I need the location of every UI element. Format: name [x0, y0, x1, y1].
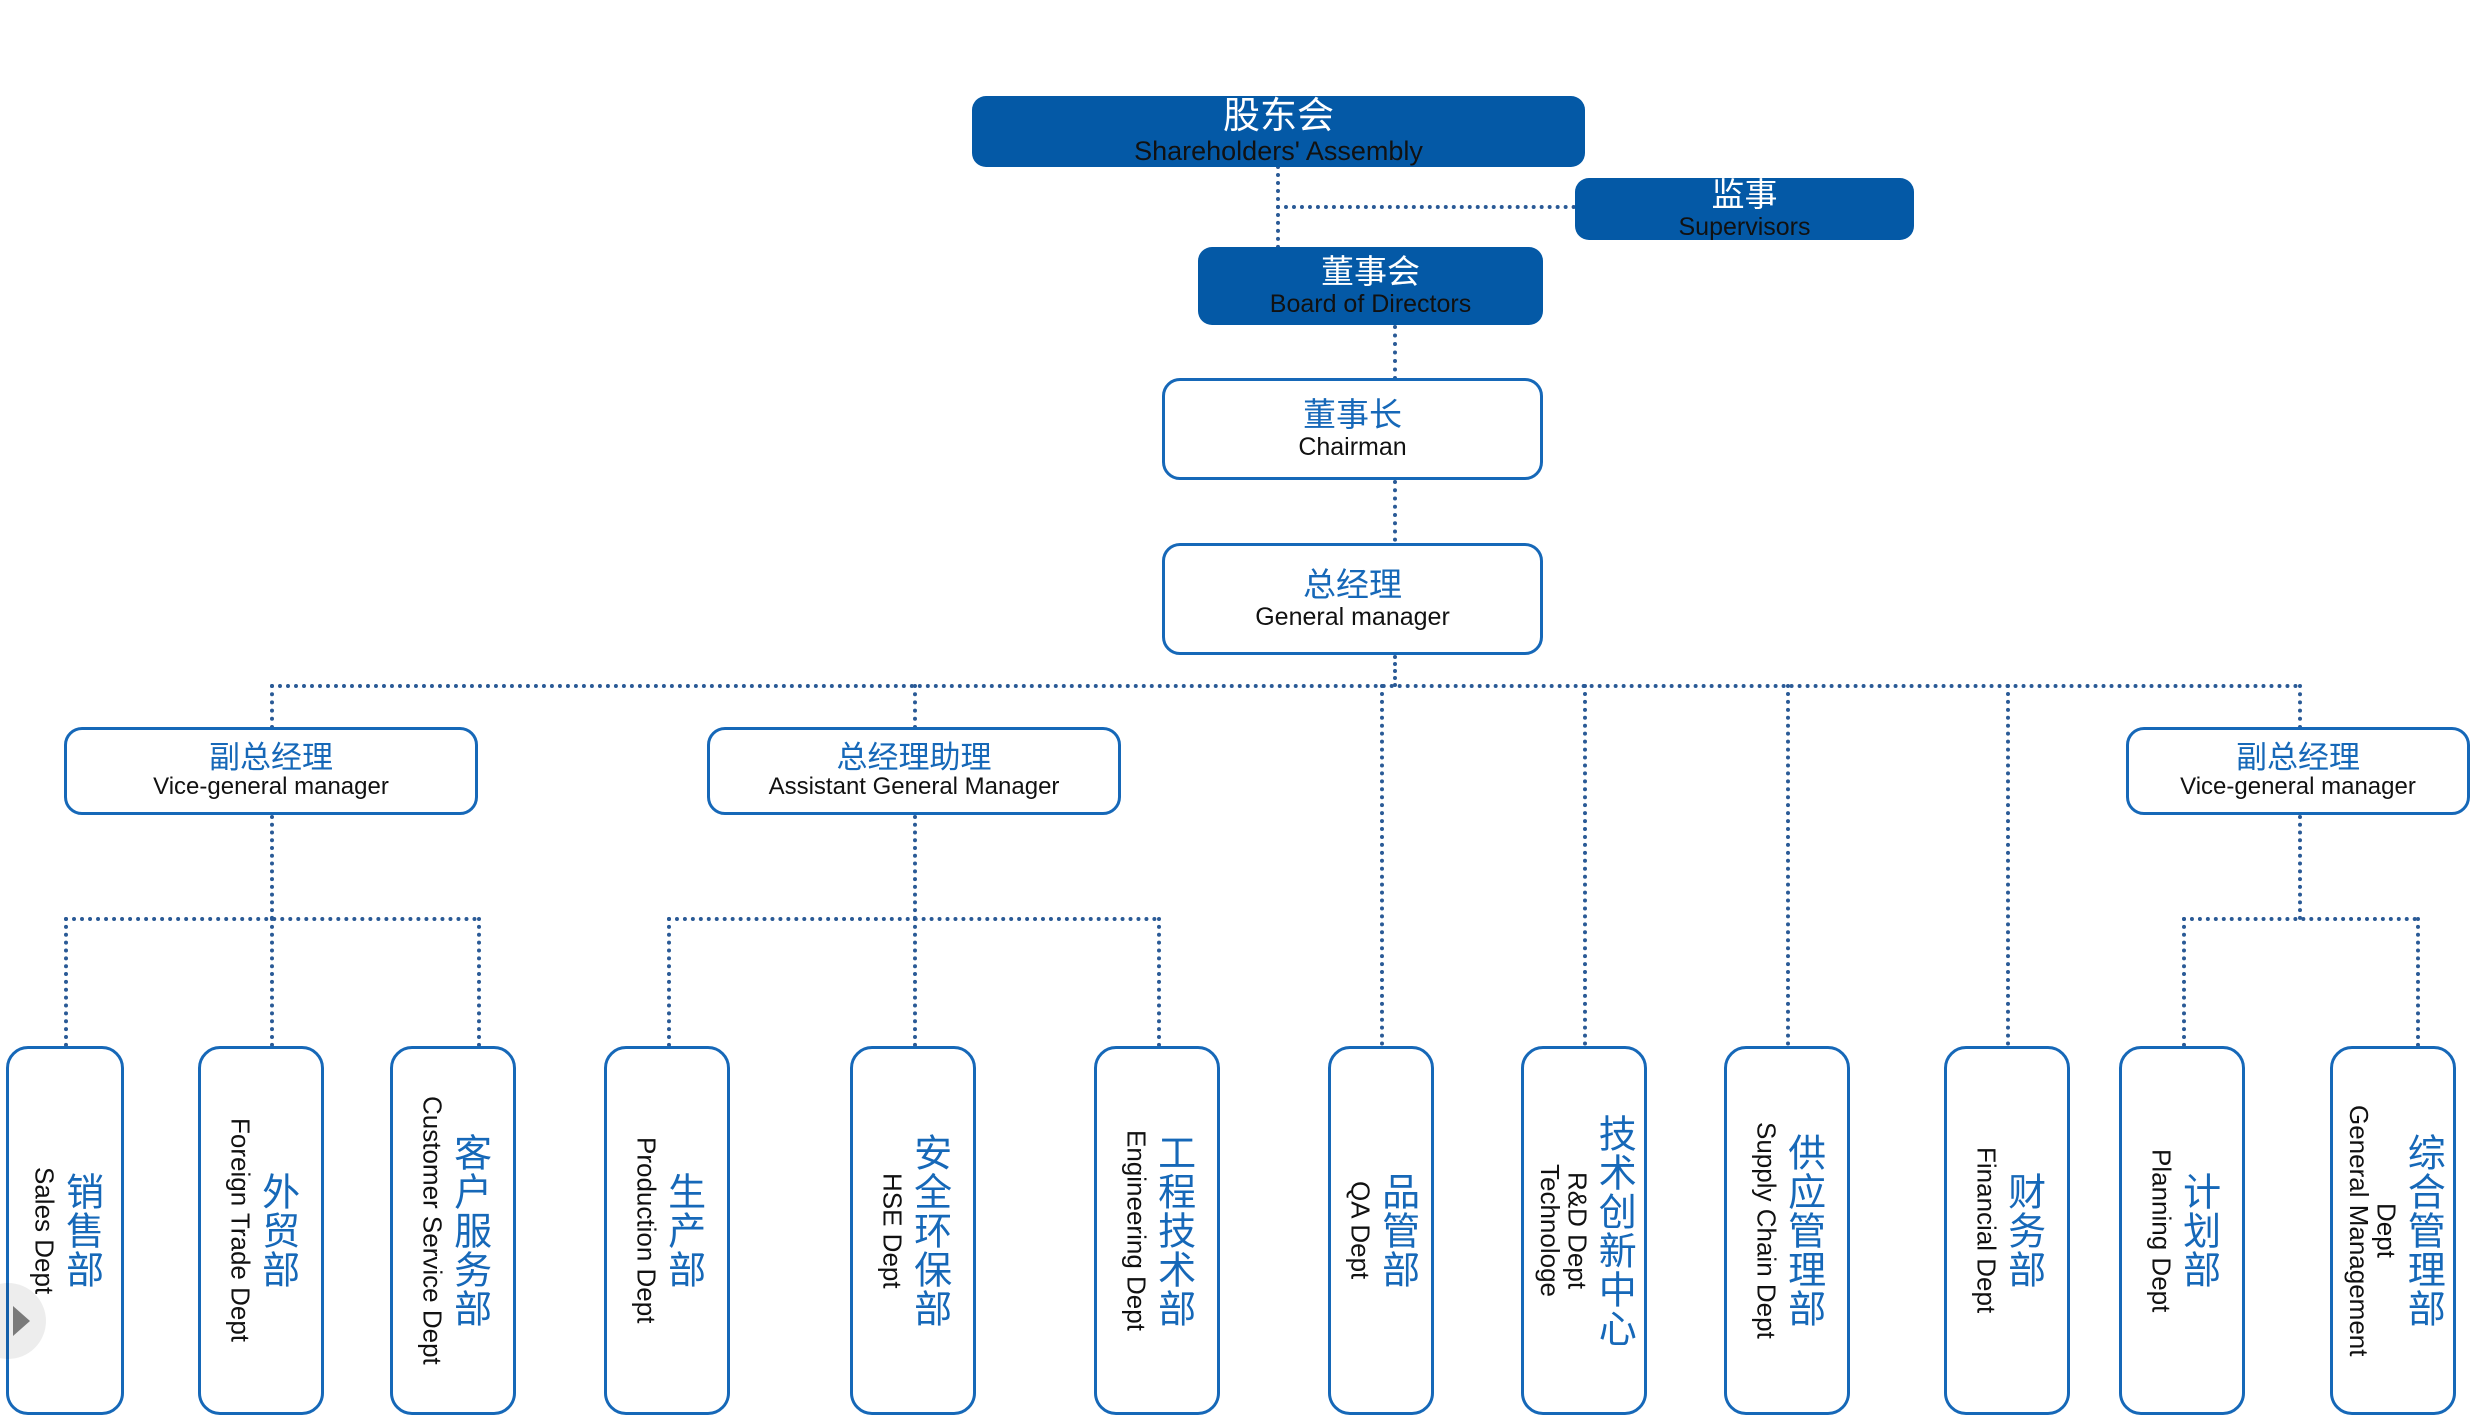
node-agm-en: Assistant General Manager — [768, 773, 1060, 801]
dept-sales-en: Sales Dept — [29, 1166, 60, 1295]
connector-bus-to-agm — [913, 684, 917, 729]
dept-rd-en-line1: R&D Dept — [1562, 1171, 1593, 1290]
dept-box-customer-service[interactable]: 客户服务部 Customer Service Dept — [390, 1046, 516, 1415]
dept-planning-en: Planning Dept — [2146, 1148, 2177, 1313]
dept-box-hse[interactable]: 安全环保部 HSE Dept — [850, 1046, 976, 1415]
node-agm-cn: 总经理助理 — [836, 739, 992, 775]
connector-agm-to-engineering — [1157, 917, 1161, 1047]
dept-foreign-trade-cn: 外贸部 — [255, 1171, 298, 1289]
connector-bus-to-qa — [1380, 684, 1384, 1046]
node-chairman-cn: 董事长 — [1303, 396, 1402, 434]
dept-box-foreign-trade[interactable]: 外贸部 Foreign Trade Dept — [198, 1046, 324, 1415]
node-vice-general-manager-left[interactable]: 副总经理 Vice-general manager — [64, 727, 478, 815]
node-board-of-directors[interactable]: 董事会 Board of Directors — [1198, 247, 1543, 325]
dept-engineering-en: Engineering Dept — [1121, 1130, 1152, 1331]
dept-rd-cn: 技术创新中心 — [1592, 1113, 1635, 1348]
dept-box-financial[interactable]: 财务部 Financial Dept — [1944, 1046, 2070, 1415]
connector-bus-to-supply — [1786, 684, 1790, 1046]
dept-supply-chain-cn: 供应管理部 — [1781, 1133, 1824, 1328]
dept-planning-cn: 计划部 — [2176, 1172, 2219, 1289]
node-vgm-right-en: Vice-general manager — [2180, 773, 2416, 801]
node-vgm-left-cn: 副总经理 — [209, 739, 333, 775]
connector-agm-down — [913, 815, 917, 920]
dept-financial-en: Financial Dept — [1971, 1147, 2002, 1314]
connector-bus-to-vgm-right — [2298, 684, 2302, 729]
node-gm-en: General manager — [1255, 602, 1450, 631]
connector-chairman-gm — [1393, 480, 1397, 550]
node-vice-general-manager-right[interactable]: 副总经理 Vice-general manager — [2126, 727, 2470, 815]
connector-agm-to-production — [667, 917, 671, 1047]
dept-qa-en: QA Dept — [1345, 1181, 1376, 1280]
connector-right-to-genmgmt — [2416, 917, 2420, 1047]
node-general-manager[interactable]: 总经理 General manager — [1162, 543, 1543, 655]
dept-box-sales[interactable]: 销售部 Sales Dept — [6, 1046, 124, 1415]
connector-vgm-right-bar — [2182, 917, 2417, 921]
node-vgm-right-cn: 副总经理 — [2236, 739, 2360, 775]
node-chairman[interactable]: 董事长 Chairman — [1162, 378, 1543, 480]
connector-bus-to-rd — [1583, 684, 1587, 1046]
dept-production-cn: 生产部 — [661, 1171, 704, 1289]
connector-bus-to-vgm-left — [270, 684, 274, 729]
dept-box-general-management[interactable]: 综合管理部 Dept General Management — [2330, 1046, 2456, 1415]
dept-general-management-en-line2: General Management — [2344, 1104, 2375, 1357]
connector-board-chairman — [1393, 325, 1397, 380]
dept-customer-service-en: Customer Service Dept — [417, 1096, 448, 1365]
dept-financial-cn: 财务部 — [2001, 1171, 2044, 1289]
chevron-right-icon — [12, 1306, 30, 1336]
dept-box-rd[interactable]: 技术创新中心 R&D Dept Technologe — [1521, 1046, 1647, 1415]
node-shareholders-cn: 股东会 — [1223, 95, 1334, 137]
connector-gm-bus — [1393, 655, 1397, 687]
connector-shareholders-supervisors — [1276, 205, 1576, 209]
connector-bus-to-financial — [2006, 684, 2010, 1046]
dept-box-planning[interactable]: 计划部 Planning Dept — [2119, 1046, 2245, 1415]
connector-vgm-left-down — [270, 815, 274, 920]
connector-left-to-sales — [64, 917, 68, 1047]
dept-box-qa[interactable]: 品管部 QA Dept — [1328, 1046, 1434, 1415]
connector-agm-bar — [667, 917, 1157, 921]
dept-box-production[interactable]: 生产部 Production Dept — [604, 1046, 730, 1415]
node-board-en: Board of Directors — [1269, 289, 1472, 318]
node-board-cn: 董事会 — [1321, 253, 1420, 291]
node-shareholders-en: Shareholders' Assembly — [1134, 136, 1423, 167]
connector-left-to-foreign — [270, 917, 274, 1047]
dept-engineering-cn: 工程技术部 — [1151, 1132, 1194, 1328]
node-chairman-en: Chairman — [1298, 432, 1407, 461]
dept-sales-cn: 销售部 — [59, 1172, 102, 1289]
dept-customer-service-cn: 客户服务部 — [447, 1132, 490, 1328]
connector-agm-to-hse — [913, 917, 917, 1047]
dept-qa-cn: 品管部 — [1375, 1172, 1418, 1289]
dept-production-en: Production Dept — [631, 1137, 662, 1324]
node-supervisors-cn: 监事 — [1711, 176, 1778, 214]
dept-box-engineering[interactable]: 工程技术部 Engineering Dept — [1094, 1046, 1220, 1415]
connector-shareholders-down — [1276, 165, 1280, 265]
dept-general-management-en-line1: Dept — [2371, 1203, 2402, 1258]
connector-vgm-right-down — [2298, 815, 2302, 920]
node-supervisors-en: Supervisors — [1678, 212, 1811, 241]
dept-box-supply-chain[interactable]: 供应管理部 Supply Chain Dept — [1724, 1046, 1850, 1415]
connector-left-to-customer — [477, 917, 481, 1047]
dept-foreign-trade-en: Foreign Trade Dept — [225, 1118, 256, 1343]
node-assistant-general-manager[interactable]: 总经理助理 Assistant General Manager — [707, 727, 1121, 815]
dept-hse-cn: 安全环保部 — [907, 1133, 950, 1328]
connector-main-bus — [270, 684, 2300, 688]
node-supervisors[interactable]: 监事 Supervisors — [1575, 176, 1914, 241]
dept-general-management-cn: 综合管理部 — [2401, 1132, 2444, 1328]
node-gm-cn: 总经理 — [1303, 566, 1402, 604]
dept-supply-chain-en: Supply Chain Dept — [1751, 1122, 1782, 1339]
dept-rd-en-line2: Technologe — [1535, 1164, 1566, 1297]
dept-hse-en: HSE Dept — [877, 1172, 908, 1289]
node-vgm-left-en: Vice-general manager — [153, 773, 389, 801]
node-shareholders-assembly[interactable]: 股东会 Shareholders' Assembly — [972, 96, 1585, 167]
connector-right-to-planning — [2182, 917, 2186, 1047]
